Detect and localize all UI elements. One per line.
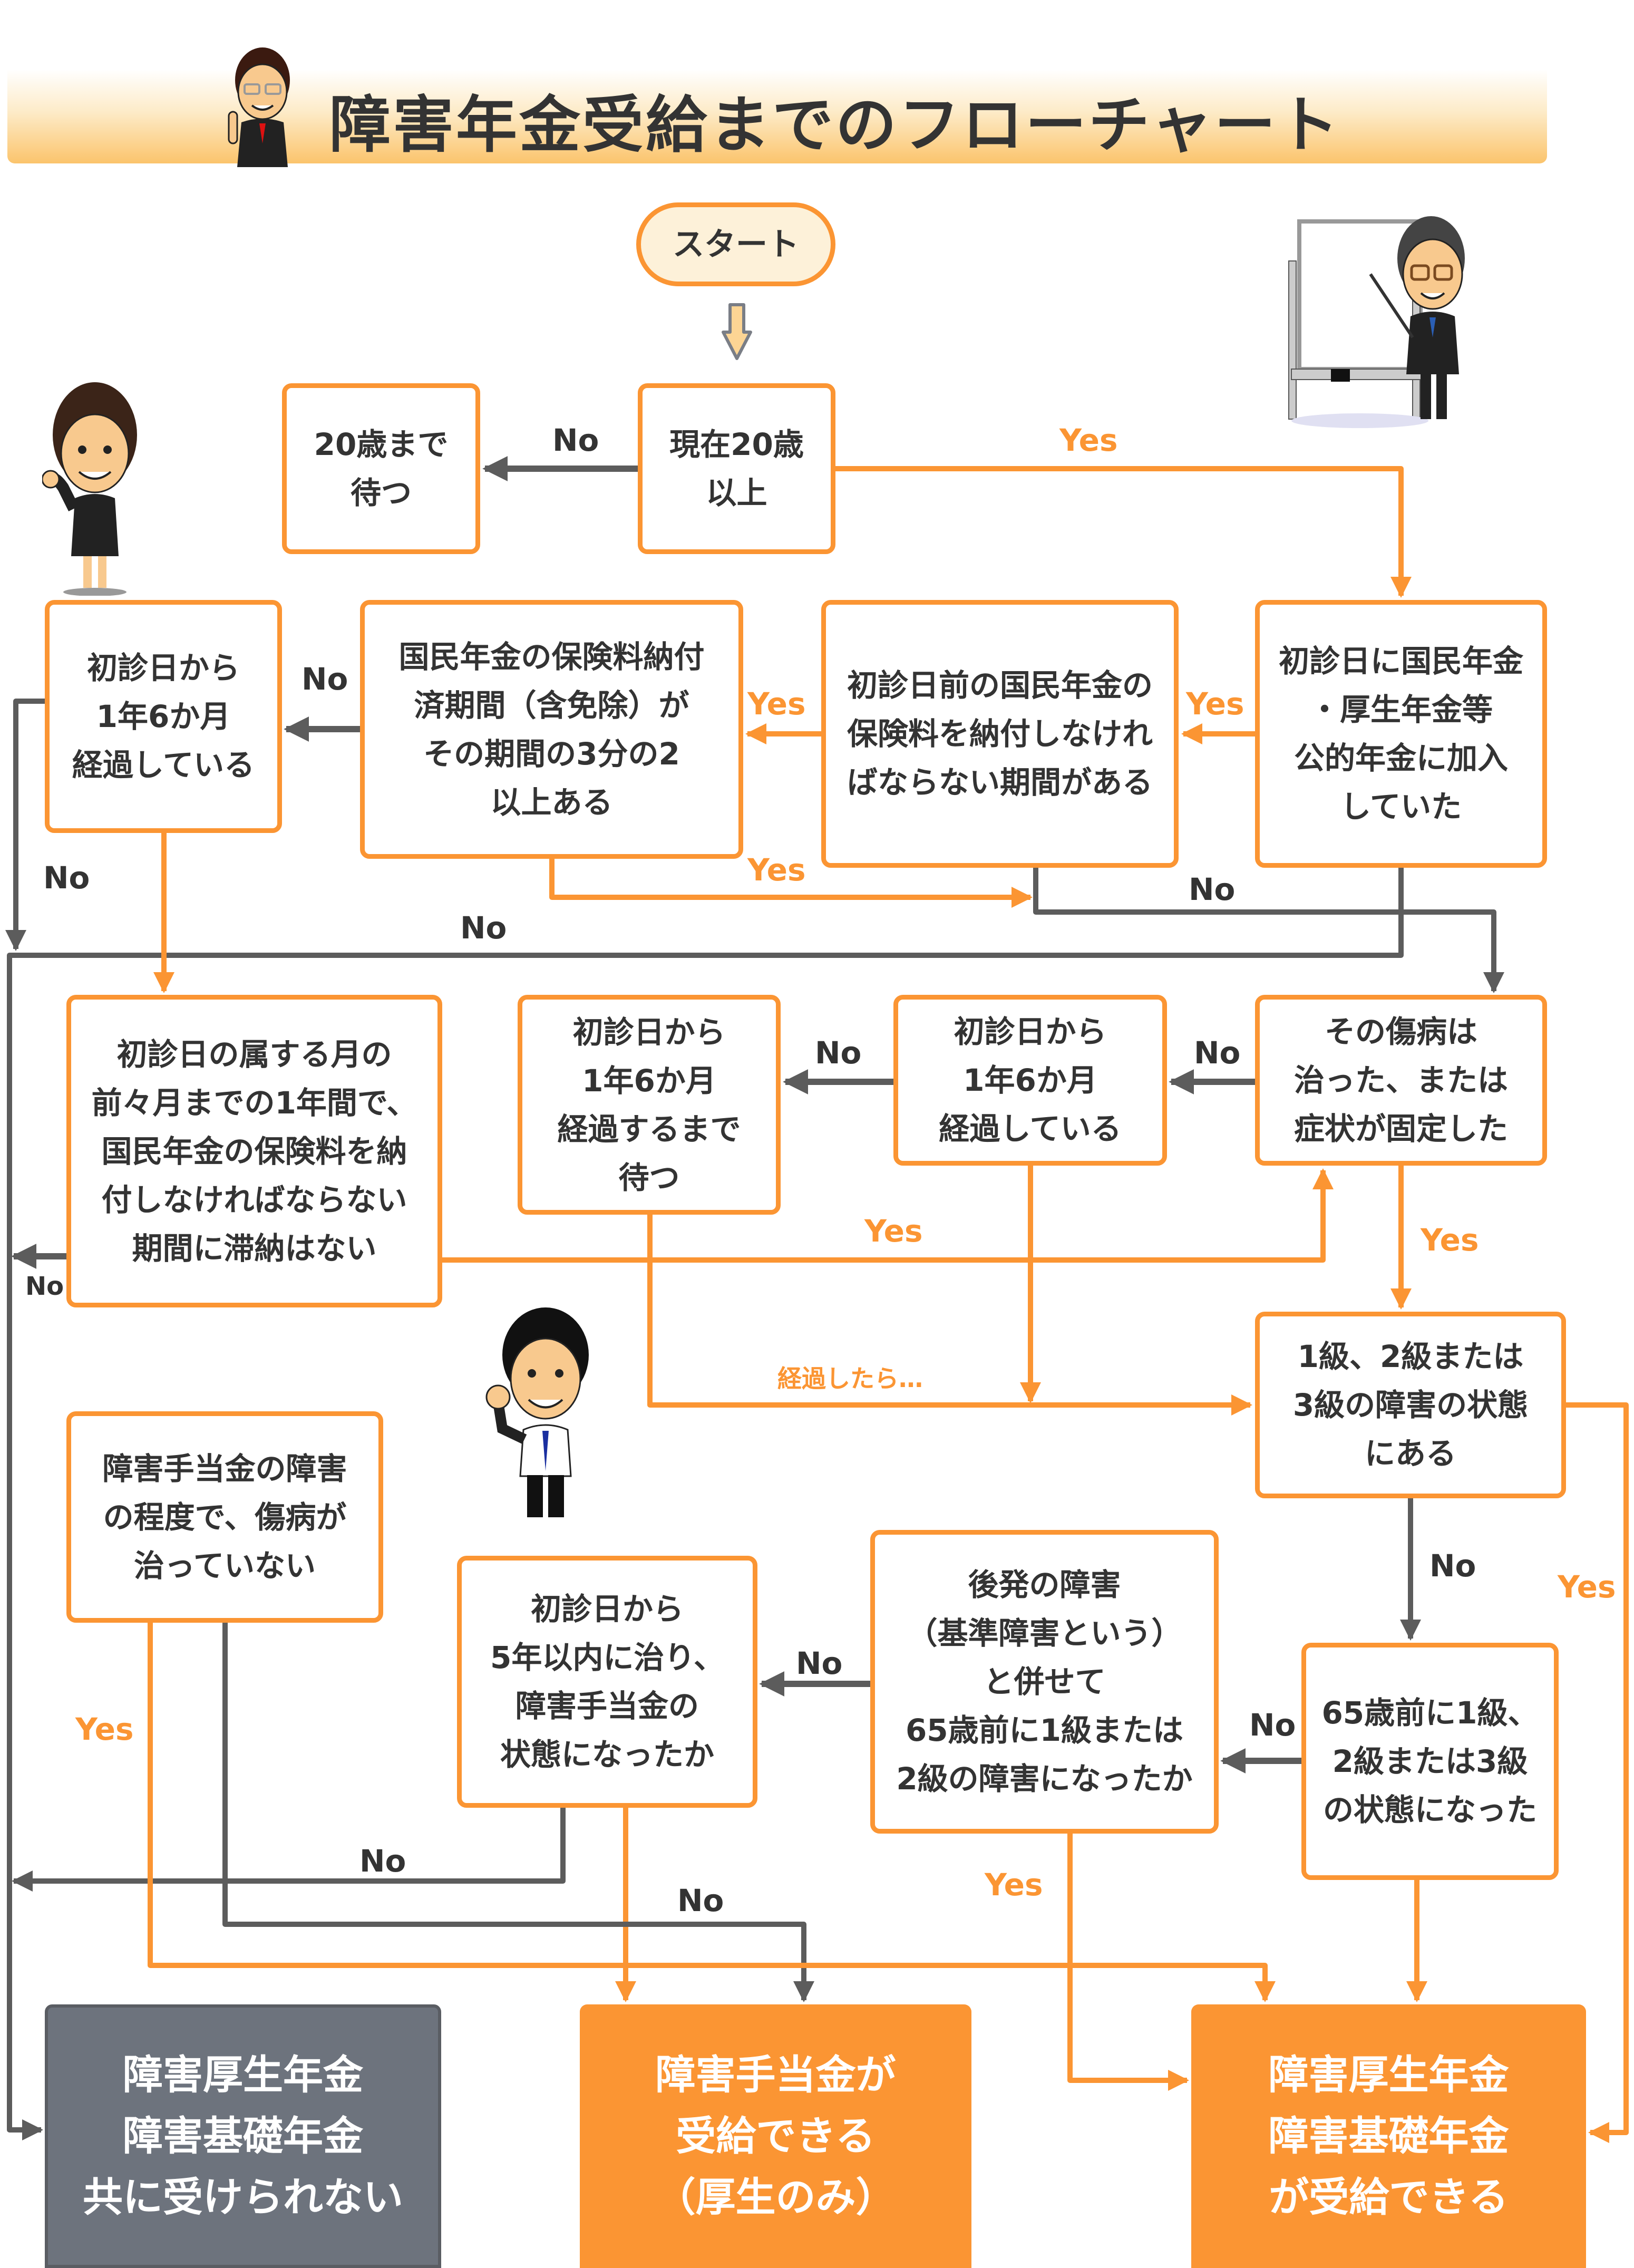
label-yes: Yes bbox=[864, 1213, 923, 1249]
woman-presenting-icon bbox=[42, 382, 137, 596]
label-no: No bbox=[359, 1843, 406, 1879]
start-down-arrow bbox=[722, 303, 752, 360]
label-no: No bbox=[1249, 1707, 1296, 1743]
node-cured-fixed[interactable]: その傷病は 治った、または 症状が固定した bbox=[1255, 995, 1547, 1166]
node-elapsed-left[interactable]: 初診日から 1年6か月 経過している bbox=[45, 600, 282, 833]
page-title: 障害年金受給までのフローチャート bbox=[329, 90, 1341, 161]
node-grade-123[interactable]: 1級、2級または 3級の障害の状態 にある bbox=[1255, 1312, 1566, 1498]
label-no: No bbox=[552, 422, 599, 458]
label-no: No bbox=[1429, 1548, 1476, 1584]
label-no: No bbox=[796, 1645, 843, 1681]
label-no: No bbox=[1194, 1035, 1241, 1071]
node-no-arrears[interactable]: 初診日の属する月の 前々月までの1年間で、 国民年金の保険料を納 付しなければな… bbox=[66, 995, 442, 1307]
label-no: No bbox=[43, 860, 90, 896]
result-both[interactable]: 障害厚生年金 障害基礎年金 が受給できる bbox=[1191, 2004, 1586, 2268]
start-node[interactable]: スタート bbox=[636, 202, 835, 286]
node-must-pay-period[interactable]: 初診日前の国民年金の 保険料を納付しなけれ ばならない期間がある bbox=[821, 600, 1179, 868]
label-yes: Yes bbox=[1186, 686, 1244, 722]
label-yes: Yes bbox=[747, 852, 806, 888]
node-wait-elapsed[interactable]: 初診日から 1年6か月 経過するまで 待つ bbox=[518, 995, 781, 1215]
node-wait-20[interactable]: 20歳まで 待つ bbox=[282, 383, 480, 554]
node-elapsed-mid[interactable]: 初診日から 1年6か月 経過している bbox=[893, 995, 1167, 1166]
label-no: No bbox=[25, 1272, 64, 1301]
edge-later-yes bbox=[1067, 1834, 1189, 2091]
label-no: No bbox=[460, 910, 507, 946]
edge-allow-yes bbox=[148, 1623, 1276, 2002]
node-age-20[interactable]: 現在20歳 以上 bbox=[638, 383, 835, 554]
edge-age-yes bbox=[835, 466, 1412, 598]
label-yes: Yes bbox=[1558, 1569, 1616, 1605]
result-allowance[interactable]: 障害手当金が 受給できる （厚生のみ） bbox=[580, 2004, 971, 2268]
node-five-years[interactable]: 初診日から 5年以内に治り、 障害手当金の 状態になったか bbox=[457, 1556, 757, 1808]
label-no: No bbox=[1189, 871, 1236, 907]
node-paid-two-thirds[interactable]: 国民年金の保険料納付 済期間（含免除）が その期間の3分の2 以上ある bbox=[360, 600, 743, 859]
label-yes: Yes bbox=[985, 1867, 1043, 1903]
man-fist-pump-icon bbox=[485, 1307, 589, 1517]
edge-elapsed-left-no bbox=[5, 699, 45, 951]
edge-enrolled-no bbox=[7, 868, 1404, 2140]
edge-paid-yes bbox=[549, 859, 1033, 908]
presenter-whiteboard-icon bbox=[1288, 216, 1465, 428]
node-allowance-degree[interactable]: 障害手当金の障害 の程度で、傷病が 治っていない bbox=[66, 1411, 383, 1623]
node-before-65[interactable]: 65歳前に1級、 2級または3級 の状態になった bbox=[1301, 1643, 1559, 1880]
edge-grade-yes bbox=[1566, 1402, 1629, 2143]
node-enrolled[interactable]: 初診日に国民年金 ・厚生年金等 公的年金に加入 していた bbox=[1255, 600, 1547, 868]
label-no: No bbox=[677, 1883, 724, 1918]
edge-wait-elapsed bbox=[647, 1215, 1252, 1416]
label-yes: Yes bbox=[1059, 422, 1118, 458]
label-no: No bbox=[815, 1035, 862, 1071]
result-none[interactable]: 障害厚生年金 障害基礎年金 共に受けられない bbox=[45, 2004, 441, 2268]
edge-five-no bbox=[12, 1808, 566, 1892]
edge-allow-no bbox=[222, 1623, 814, 2002]
node-later-disability[interactable]: 後発の障害 （基準障害という） と併せて 65歳前に1級または 2級の障害になっ… bbox=[870, 1530, 1219, 1834]
label-yes: Yes bbox=[1421, 1222, 1479, 1258]
edge-mustpay-no bbox=[1033, 868, 1504, 993]
label-no: No bbox=[301, 661, 348, 697]
edge-arrears-yes bbox=[442, 1168, 1334, 1263]
label-yes: Yes bbox=[75, 1711, 134, 1747]
label-yes: Yes bbox=[747, 686, 806, 722]
label-after-elapsed: 経過したら… bbox=[777, 1364, 923, 1393]
man-pointing-icon bbox=[228, 47, 290, 167]
